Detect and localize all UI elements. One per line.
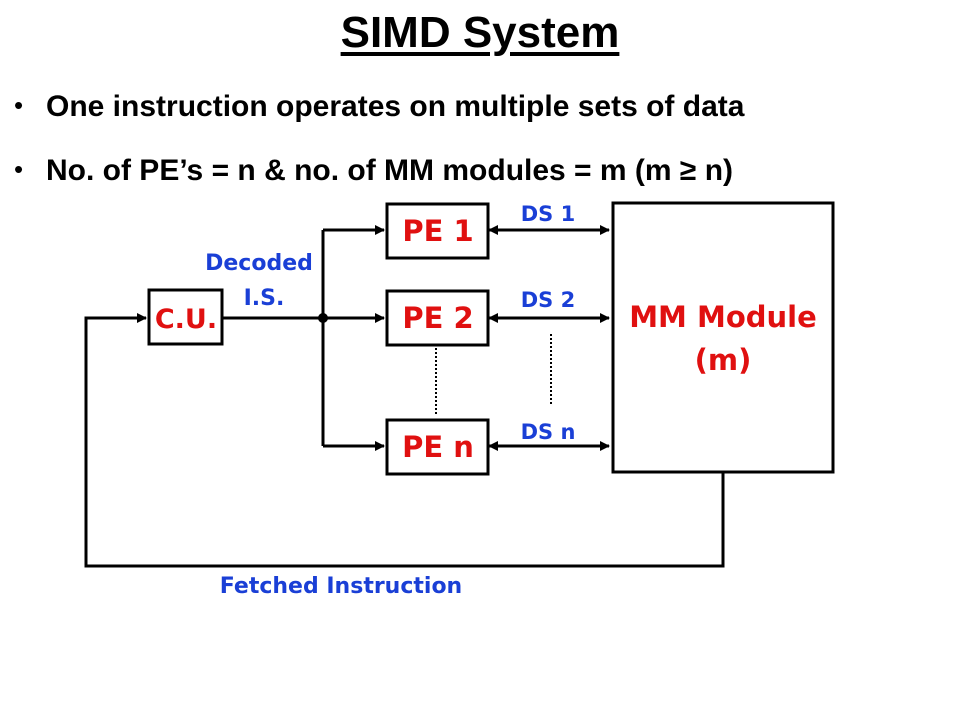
mm-module-count-label: (m) [695,343,752,377]
fetched-instruction-label: Fetched Instruction [220,574,462,599]
mm-module-box [611,201,835,474]
decoded-label: Decoded [205,251,313,276]
bullet-dot-icon: • [14,154,24,184]
dsn-label: DS n [521,420,576,444]
pen-box [385,418,490,476]
mm-module-label: MM Module [629,300,817,334]
control-unit-box [147,288,224,346]
bullet-item: • One instruction operates on multiple s… [14,90,745,124]
control-unit-label: C.U. [155,304,217,335]
ds1-label: DS 1 [521,202,575,226]
pe2-box [385,289,490,347]
bullet-text: No. of PE’s = n & no. of MM modules = m … [46,154,734,187]
slide-title: SIMD System [340,8,620,57]
pe1-box [385,202,490,260]
pe1-label: PE 1 [402,214,473,248]
bullet-dot-icon: • [14,90,24,120]
pen-label: PE n [402,430,474,464]
bullet-item: • No. of PE’s = n & no. of MM modules = … [14,154,734,188]
pe2-label: PE 2 [402,301,473,335]
bullet-text: One instruction operates on multiple set… [46,90,745,123]
ds2-label: DS 2 [521,288,575,312]
instruction-stream-label: I.S. [244,286,285,311]
fetched-instruction-wire [84,313,725,568]
